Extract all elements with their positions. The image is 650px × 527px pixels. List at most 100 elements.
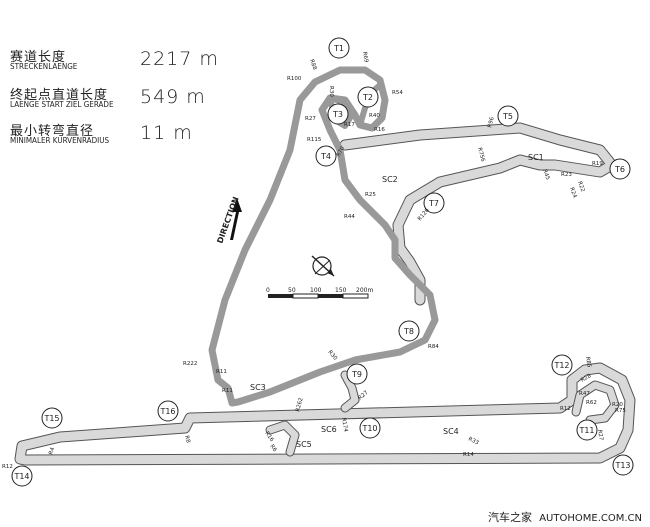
track-label: R54: [392, 90, 403, 96]
corner-marker: T5: [497, 105, 519, 127]
corner-marker: T15: [41, 407, 63, 429]
scale-tick: 100: [310, 287, 322, 294]
section-label: SC4: [443, 427, 459, 436]
watermark-zh: 汽车之家: [488, 511, 533, 524]
corner-marker: T9: [346, 363, 368, 385]
stat-label-de: STRECKENLAENGE: [10, 62, 78, 71]
track-label: R27: [305, 116, 316, 122]
stat-label-de: LAENGE START ZIEL GERADE: [10, 100, 114, 109]
track-label: R62: [586, 400, 597, 406]
track-label: R6: [268, 444, 277, 454]
track-label: T7: [428, 199, 439, 208]
track-label: R30: [328, 86, 334, 97]
track-label: R28: [580, 373, 593, 384]
scale-tick: 200m: [356, 287, 373, 294]
stat-value: 549 m: [140, 86, 206, 108]
direction-arrow: DIRECTION: [215, 196, 242, 245]
scale-tick: 150: [335, 287, 347, 294]
track-label: T8: [403, 327, 414, 336]
corner-marker: T1: [328, 37, 350, 59]
track-label: R19: [592, 161, 603, 167]
track-label: R12: [2, 464, 13, 470]
track-label: R75: [615, 408, 626, 414]
track-label: R11: [216, 369, 227, 375]
section-label: SC3: [250, 383, 266, 392]
track-label: R85: [584, 356, 592, 368]
track-label: R24: [568, 187, 578, 200]
track-label: R44: [344, 214, 355, 220]
corner-marker: T10: [359, 417, 381, 439]
track-label: R11: [222, 388, 233, 394]
track-label: R262: [295, 397, 305, 412]
track-label: T6: [614, 165, 625, 174]
track-label: R756: [476, 147, 486, 163]
track-label: T14: [13, 472, 29, 481]
track-label: T3: [332, 110, 343, 119]
stat-label-de: MINIMALER KURVENRADIUS: [10, 136, 110, 145]
section-label: SC1: [528, 153, 544, 162]
stat-label-zh: 赛道长度: [10, 50, 67, 65]
track-label: T4: [320, 152, 331, 161]
section-labels: SC1 SC2 SC3 SC4 SC5 SC6: [250, 153, 544, 449]
track-label: R70: [336, 145, 347, 158]
track-label: T11: [578, 426, 594, 435]
track-label: R40: [369, 113, 380, 119]
track-label: R12: [560, 406, 571, 412]
stat-label-zh: 终起点直道长度: [10, 88, 109, 103]
corner-marker: T12: [551, 354, 573, 376]
track-label: R20: [612, 402, 623, 408]
watermark-en: AUTOHOME.COM.CN: [539, 513, 642, 524]
track-label: R27: [596, 429, 604, 441]
section-label: SC2: [382, 175, 398, 184]
outer-track: [14, 122, 636, 466]
corner-marker: T4: [315, 145, 337, 167]
corner-marker: T2: [357, 86, 379, 108]
track-label: R25: [365, 192, 376, 198]
scale-tick: 0: [266, 287, 270, 294]
track-label: R222: [183, 361, 197, 367]
track-label: R30: [326, 349, 338, 362]
track-label: R84: [428, 344, 439, 350]
track-label: T10: [361, 424, 377, 433]
track-label: R8: [183, 435, 191, 444]
track-label: R174: [340, 417, 348, 433]
stat-value: 2217 m: [140, 48, 219, 70]
scale-tick: 50: [288, 287, 296, 294]
track-label: R69: [361, 51, 369, 63]
track-label: R14: [463, 452, 474, 458]
section-label: SC5: [296, 440, 312, 449]
corner-marker: T6: [609, 158, 631, 180]
corner-marker: T7: [423, 192, 445, 214]
track-label: R96: [487, 116, 496, 128]
corner-marker: T14: [11, 465, 33, 487]
corner-marker: T11: [576, 419, 598, 441]
track-label: R88: [308, 59, 318, 72]
track-label: T2: [362, 93, 373, 102]
track-label: R17: [344, 122, 355, 128]
compass-icon: [311, 255, 335, 277]
corner-marker: T13: [612, 454, 634, 476]
track-label: T1: [333, 44, 344, 53]
corner-marker: T16: [157, 400, 179, 422]
corner-markers: T1 T2 T3 T4 T5 T6 T7 T8 T9 T10 T11 T12 T…: [11, 37, 634, 487]
track-label: R22: [576, 181, 585, 193]
track-label: R115: [307, 137, 322, 143]
track-label: R47: [579, 391, 590, 397]
corner-marker: T3: [327, 103, 349, 125]
section-label: SC6: [321, 425, 337, 434]
stat-label-zh: 最小转弯直径: [10, 124, 95, 139]
stat-value: 11 m: [140, 122, 193, 144]
track-label: R23: [561, 172, 572, 178]
track-label: R16: [374, 127, 385, 133]
track-label: R33: [467, 436, 480, 446]
track-label: T9: [351, 370, 362, 379]
track-label: T15: [43, 414, 59, 423]
track-label: R27: [357, 390, 370, 402]
track-label: T16: [159, 407, 175, 416]
track-label: T12: [553, 361, 569, 370]
track-label: R45: [541, 169, 551, 182]
track-label: T13: [614, 461, 630, 470]
watermark: 汽车之家 AUTOHOME.COM.CN: [488, 509, 642, 525]
track-label: T5: [502, 112, 513, 121]
track-label: R4: [48, 446, 56, 455]
